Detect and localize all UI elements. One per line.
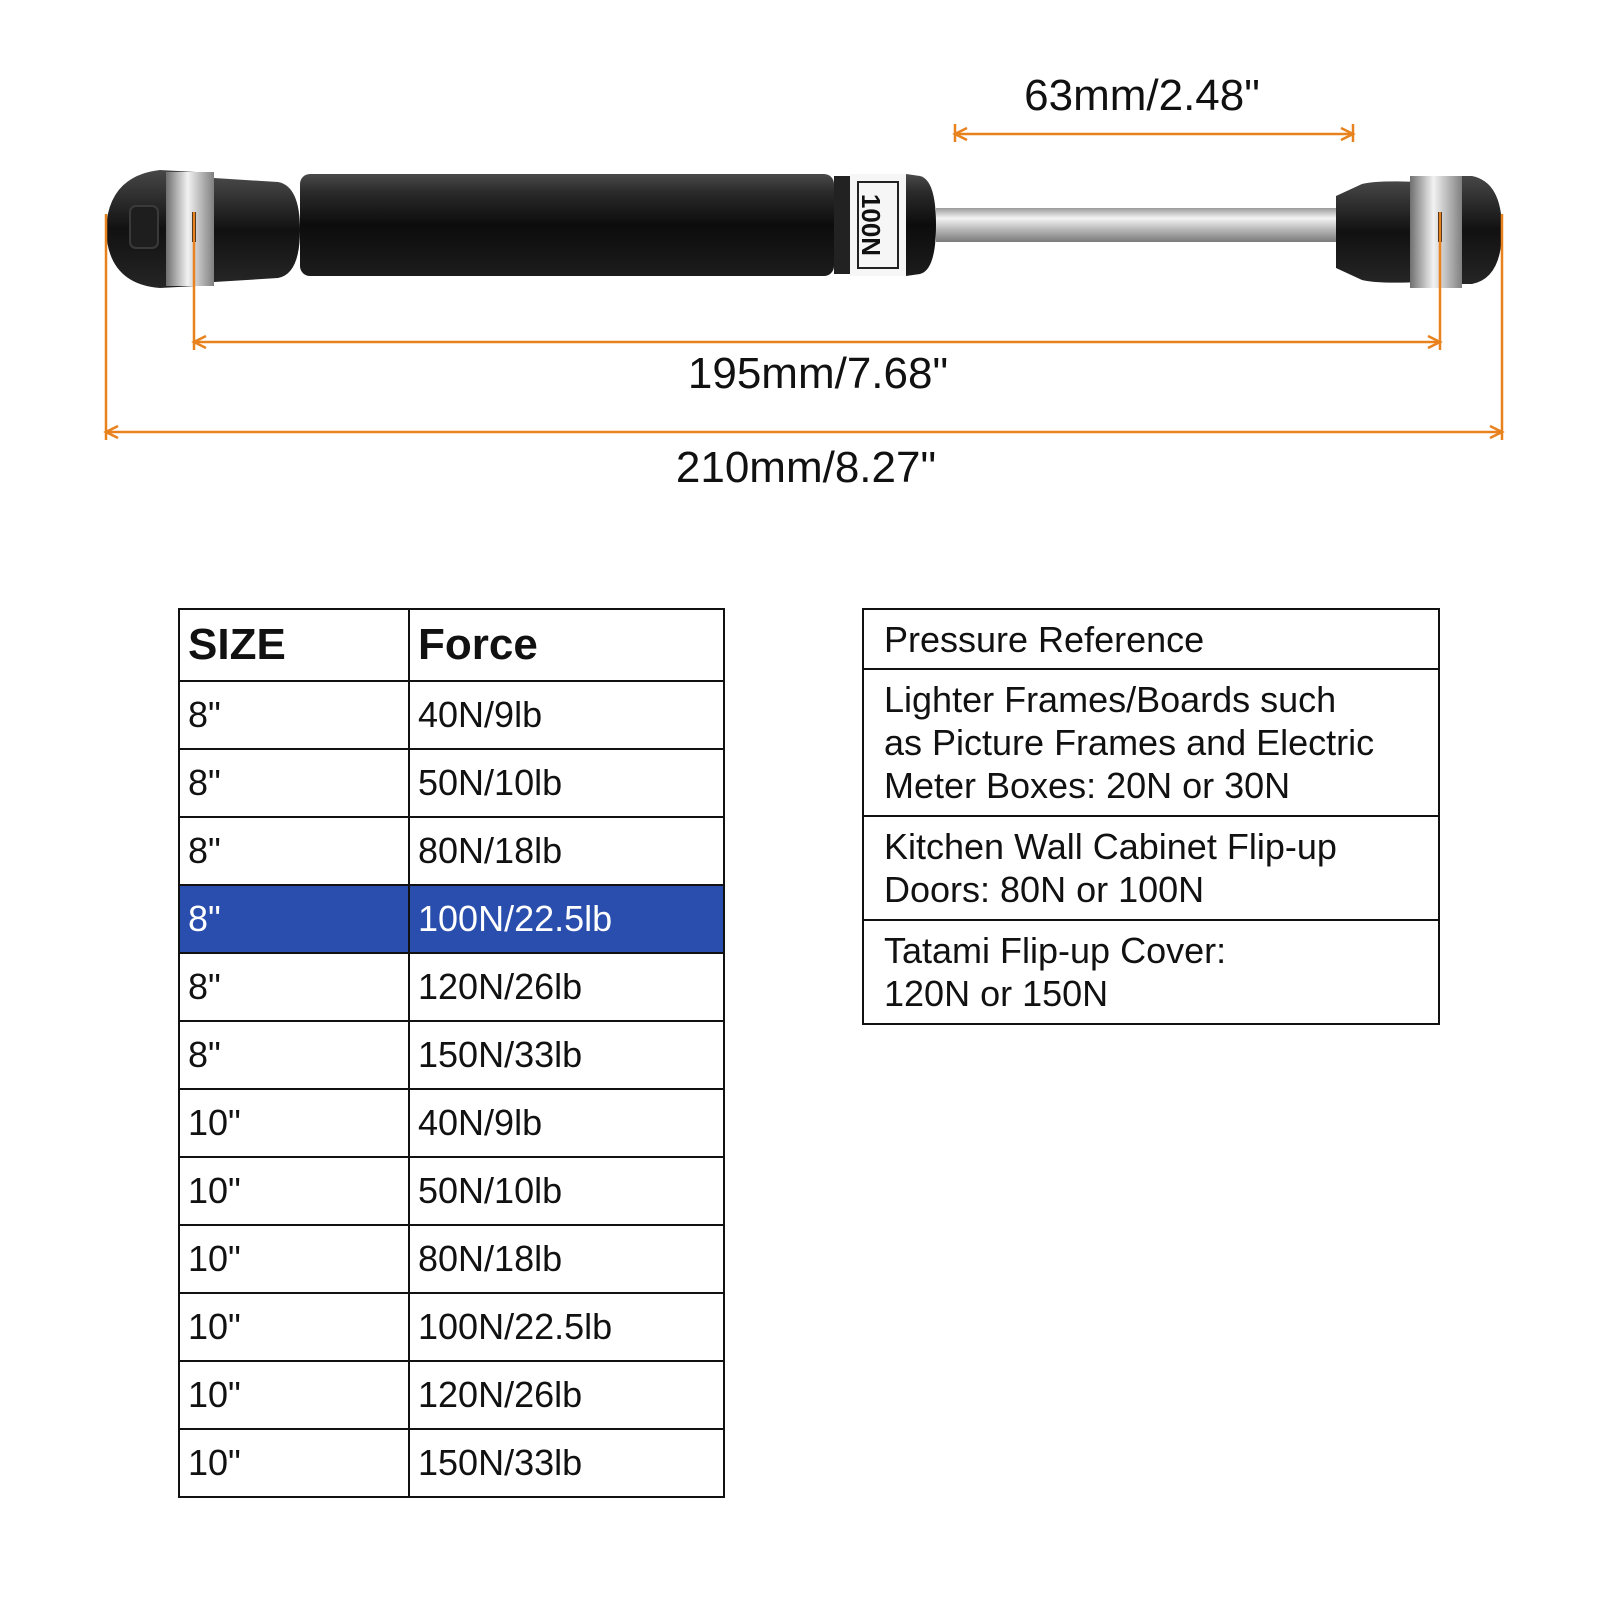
table-row: 10"40N/9lb — [178, 1088, 725, 1158]
force-cell: 50N/10lb — [408, 1156, 725, 1226]
force-cell: 120N/26lb — [408, 1360, 725, 1430]
force-cell: 40N/9lb — [408, 1088, 725, 1158]
force-cell: 80N/18lb — [408, 816, 725, 886]
size-cell: 10" — [178, 1224, 410, 1294]
pressure-header-row: Pressure Reference — [862, 608, 1440, 670]
force-cell: 100N/22.5lb — [408, 1292, 725, 1362]
overall-length-dimension-arrow-right — [1489, 424, 1505, 440]
cylinder-body: 100N — [300, 174, 936, 276]
pressure-cell: Tatami Flip-up Cover:120N or 150N — [862, 919, 1440, 1025]
overall-length-dimension-label: 210mm/8.27" — [676, 443, 936, 492]
size-cell: 8" — [178, 884, 410, 954]
stroke-dimension-arrow-right — [1340, 126, 1356, 142]
gas-strut-diagram: 100N 63mm/2.48" 195mm/7.68" 210mm/8.27" — [103, 71, 1505, 492]
force-cell: 80N/18lb — [408, 1224, 725, 1294]
pressure-row: Tatami Flip-up Cover:120N or 150N — [862, 919, 1440, 1025]
table-row: 10"150N/33lb — [178, 1428, 725, 1498]
pressure-line: as Picture Frames and Electric — [884, 722, 1375, 763]
left-end-fitting — [106, 170, 300, 288]
center-to-center-dimension-label: 195mm/7.68" — [688, 349, 948, 398]
size-column-header: SIZE — [178, 608, 410, 682]
force-cell: 100N/22.5lb — [408, 884, 725, 954]
size-cell: 10" — [178, 1360, 410, 1430]
pressure-line: 120N or 150N — [884, 973, 1109, 1014]
dimension-lines — [103, 124, 1505, 440]
size-cell: 8" — [178, 680, 410, 750]
table-row: 8"50N/10lb — [178, 748, 725, 818]
force-cell: 150N/33lb — [408, 1428, 725, 1498]
pressure-line: Doors: 80N or 100N — [884, 869, 1205, 910]
force-cell: 40N/9lb — [408, 680, 725, 750]
force-cell: 150N/33lb — [408, 1020, 725, 1090]
pressure-line: Meter Boxes: 20N or 30N — [884, 765, 1291, 806]
size-cell: 10" — [178, 1428, 410, 1498]
stroke-dimension-label: 63mm/2.48" — [1024, 71, 1260, 120]
piston-rod — [936, 208, 1336, 242]
table-row: 10"120N/26lb — [178, 1360, 725, 1430]
table-row: 8"80N/18lb — [178, 816, 725, 886]
force-cell: 120N/26lb — [408, 952, 725, 1022]
size-force-header-row: SIZE Force — [178, 608, 725, 682]
table-row: 10"50N/10lb — [178, 1156, 725, 1226]
size-cell: 8" — [178, 748, 410, 818]
pressure-line: Kitchen Wall Cabinet Flip-up — [884, 826, 1337, 867]
size-cell: 8" — [178, 952, 410, 1022]
size-cell: 10" — [178, 1156, 410, 1226]
size-cell: 10" — [178, 1292, 410, 1362]
table-row: 8"100N/22.5lb — [178, 884, 725, 954]
size-cell: 8" — [178, 1020, 410, 1090]
size-cell: 10" — [178, 1088, 410, 1158]
center-to-center-dimension-arrow-right — [1427, 334, 1443, 350]
table-row: 10"100N/22.5lb — [178, 1292, 725, 1362]
force-column-header: Force — [408, 608, 725, 682]
pressure-line: Tatami Flip-up Cover: — [884, 930, 1227, 971]
stroke-dimension-arrow-left — [952, 126, 968, 142]
pressure-reference-table: Pressure Reference Lighter Frames/Boards… — [862, 608, 1440, 1025]
strut-stamp: 100N — [856, 194, 886, 256]
force-cell: 50N/10lb — [408, 748, 725, 818]
center-to-center-dimension-arrow-left — [191, 334, 207, 350]
table-row: 8"120N/26lb — [178, 952, 725, 1022]
pressure-reference-title: Pressure Reference — [862, 608, 1440, 670]
pressure-line: Lighter Frames/Boards such — [884, 679, 1337, 720]
table-row: 8"150N/33lb — [178, 1020, 725, 1090]
size-cell: 8" — [178, 816, 410, 886]
overall-length-dimension-arrow-left — [103, 424, 119, 440]
table-row: 8"40N/9lb — [178, 680, 725, 750]
table-row: 10"80N/18lb — [178, 1224, 725, 1294]
right-end-fitting — [1336, 176, 1502, 288]
